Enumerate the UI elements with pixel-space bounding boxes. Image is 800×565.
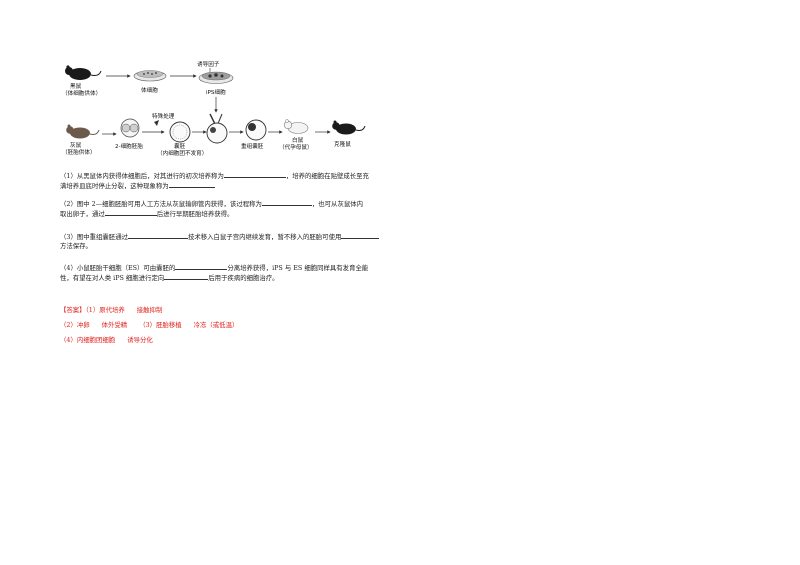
- q4-text-d: 后用于疾病的细胞治疗。: [208, 274, 279, 282]
- cloned-mouse-label: 克隆鼠: [334, 140, 351, 148]
- q3-text-b: 技术移入白鼠子宫内继续发育，暂不移入的胚胎可使用: [187, 233, 342, 241]
- question-2: （2）图中 2—细胞胚胎可用人工方法从灰鼠输卵管内获得，该过程称为 ，也可从灰鼠体…: [60, 199, 450, 219]
- q4-text-c: 性，有望在对人类 iPS 细胞进行定向: [60, 274, 165, 282]
- q3-text-a: （3）图中重组囊胚通过: [60, 233, 128, 241]
- answer-blank[interactable]: [341, 232, 380, 239]
- answer-2-a: 冲卵: [76, 321, 90, 329]
- blastocyst-sub-label: （内细胞团不发育）: [157, 149, 207, 157]
- blastocyst-label: 囊胚: [174, 142, 186, 150]
- answer-4-num: （4）: [60, 336, 77, 344]
- answer-1-num: （1）: [85, 306, 100, 314]
- q4-text-a: （4）小鼠胚胎干细胞（ES）可由囊胚的: [60, 264, 176, 272]
- black-mouse-label: 黑鼠: [70, 82, 82, 90]
- answer-blank[interactable]: [168, 181, 215, 188]
- two-cell-embryo-icon: [120, 118, 140, 138]
- question-1: （1）从黑鼠体内获得体细胞后，对其进行的初次培养称为，培养的细胞在贴壁成长至充 …: [60, 171, 450, 191]
- inducing-factor-label: 诱导因子: [197, 60, 220, 68]
- gray-mouse-sub-label: （胚胎供体）: [62, 148, 96, 156]
- recombinant-blastocyst-icon: [245, 119, 267, 141]
- answer-2-b: 体外受精: [101, 321, 128, 329]
- black-mouse-icon: [65, 65, 102, 80]
- answer-2-num: （2）: [60, 321, 77, 329]
- q2-text-c: 取出卵子，通过: [60, 210, 105, 218]
- answer-3-a: 胚胎移植: [156, 321, 182, 329]
- culture-dish-icon: [198, 71, 234, 84]
- q2-text-d: 后进行早期胚胎培养获得。: [156, 210, 234, 218]
- q1-text-a: （1）从黑鼠体内获得体细胞后，对其进行的初次培养称为: [60, 172, 224, 180]
- q1-text-c: 满培养皿底时停止分裂，这种现象称为: [60, 182, 169, 190]
- answer-3-num: （3）: [139, 321, 157, 329]
- white-mouse-sub-label: （代孕母鼠）: [279, 143, 313, 151]
- answer-blank[interactable]: [175, 263, 228, 270]
- ips-cell-label: iPS细胞: [206, 88, 226, 96]
- blastocyst-icon: [169, 121, 191, 143]
- gray-mouse-label: 灰鼠: [70, 141, 82, 149]
- white-mouse-label: 白鼠: [292, 136, 304, 144]
- answer-blank[interactable]: [127, 232, 188, 239]
- flow-diagram-svg: 黑鼠 （体细胞供体） 体细胞 诱导因子 iPS细胞: [62, 60, 366, 157]
- q4-text-b: 分离培养获得，iPS 与 ES 细胞同样具有发育全能: [227, 264, 369, 272]
- recombinant-blastocyst-label: 重组囊胚: [241, 142, 264, 150]
- answer-line-2: （2）冲卵 体外受精 （3）胚胎移植 冷冻（或低温）: [60, 321, 238, 330]
- answer-blank[interactable]: [104, 209, 157, 216]
- q3-text-c: 方法保存。: [60, 242, 92, 250]
- experiment-diagram: 黑鼠 （体细胞供体） 体细胞 诱导因子 iPS细胞: [60, 26, 380, 166]
- q1-text-b: ，培养的细胞在贴壁成长至充: [285, 172, 369, 180]
- answer-line-1: 【答案】（1）原代培养 接触抑制: [60, 306, 162, 315]
- two-cell-embryo-label: 2-细胞胚胎: [115, 142, 143, 150]
- cloned-mouse-icon: [332, 120, 366, 135]
- question-3: （3）图中重组囊胚通过 技术移入白鼠子宫内继续发育，暂不移入的胚胎可使用 方法保存…: [60, 232, 450, 251]
- q2-text-b: ，也可从灰鼠体内: [311, 200, 364, 208]
- gray-mouse-icon: [66, 124, 100, 139]
- black-mouse-sub-label: （体细胞供体）: [62, 89, 101, 97]
- answer-line-3: （4）内细胞团细胞 诱导分化: [60, 336, 153, 345]
- culture-dish-icon: [133, 70, 167, 82]
- arrow-icon: [154, 120, 159, 126]
- special-treatment-label: 特殊处理: [152, 112, 175, 120]
- answer-4-b: 诱导分化: [127, 336, 153, 344]
- answer-blank[interactable]: [223, 171, 286, 178]
- answer-blank[interactable]: [164, 273, 209, 280]
- answer-4-a: 内细胞团细胞: [76, 336, 116, 344]
- answer-3-b: 冷冻（或低温）: [193, 321, 239, 329]
- injected-blastocyst-icon: [206, 122, 228, 144]
- answer-1-a: 原代培养: [99, 306, 125, 314]
- question-4: （4）小鼠胚胎干细胞（ES）可由囊胚的 分离培养获得，iPS 与 ES 细胞同样具…: [60, 263, 450, 283]
- white-mouse-icon: [283, 119, 309, 134]
- answer-blank[interactable]: [261, 199, 312, 206]
- answer-1-b: 接触抑制: [136, 306, 163, 314]
- somatic-cell-label: 体细胞: [141, 86, 158, 94]
- answer-tag: 【答案】: [60, 306, 86, 314]
- q2-text-a: （2）图中 2—细胞胚胎可用人工方法从灰鼠输卵管内获得，该过程称为: [60, 200, 262, 208]
